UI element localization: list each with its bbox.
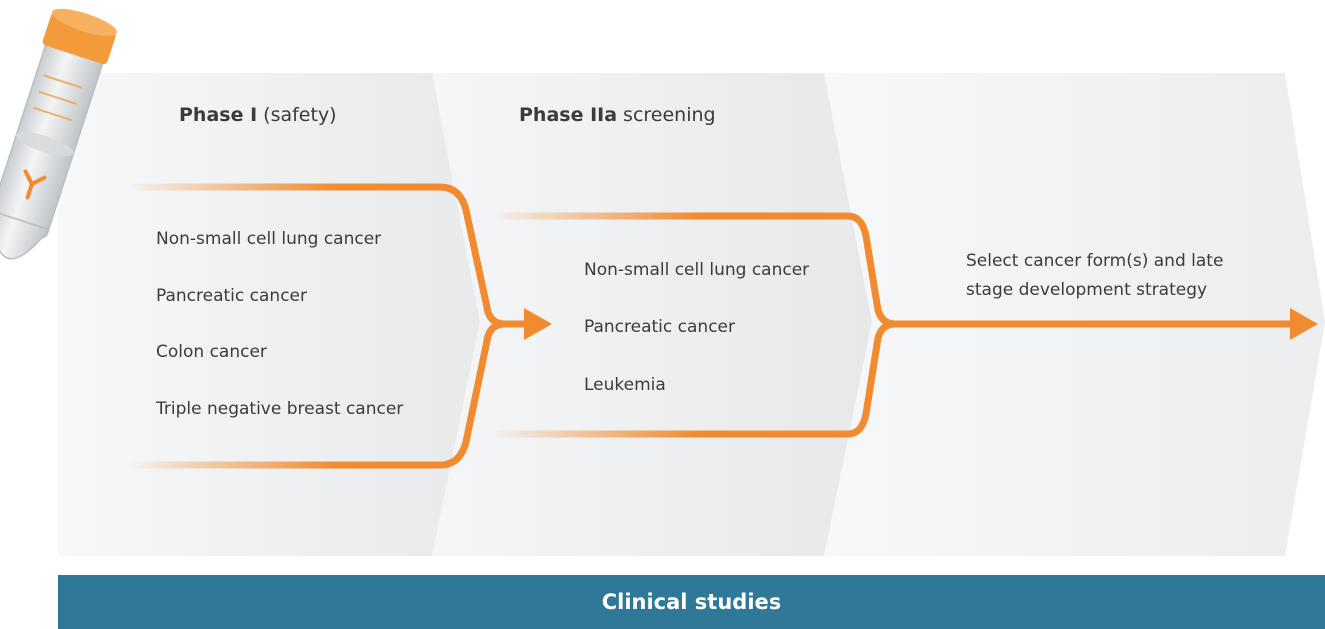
phase-2a-item: Non-small cell lung cancer <box>584 260 810 280</box>
phase-1-title: Phase I(safety) <box>179 104 337 126</box>
phase-1-title-rest: (safety) <box>263 104 337 126</box>
phase-1-bracket-bottom <box>132 320 509 469</box>
outcome-line-2: stage development strategy <box>966 280 1208 300</box>
clinical-studies-banner: Clinical studies <box>58 575 1325 629</box>
phase-2a-panel <box>432 73 872 556</box>
phase-2a-item: Leukemia <box>584 375 666 395</box>
phase-1-arrowhead <box>524 308 552 340</box>
phase-1-title-bold: Phase I <box>179 104 258 126</box>
outcome-arrowhead <box>1290 308 1318 340</box>
phase-2a-title-rest: screening <box>623 104 716 126</box>
phase-1-item: Triple negative breast cancer <box>156 399 404 419</box>
phase-1-panel <box>58 73 480 556</box>
phase-2a-title-bold: Phase IIa <box>519 104 618 126</box>
outcome-line-1: Select cancer form(s) and late <box>966 251 1224 271</box>
phase-1-item: Pancreatic cancer <box>156 286 307 306</box>
clinical-studies-label: Clinical studies <box>601 590 782 614</box>
test-tube-icon <box>0 8 117 260</box>
phase-1-item: Colon cancer <box>156 342 267 362</box>
phase-2a-bracket-bottom <box>496 320 899 438</box>
antibody-icon <box>23 169 47 200</box>
phase-1-item: Non-small cell lung cancer <box>156 229 382 249</box>
phase-2a-item: Pancreatic cancer <box>584 317 735 337</box>
outcome-panel <box>824 73 1325 556</box>
